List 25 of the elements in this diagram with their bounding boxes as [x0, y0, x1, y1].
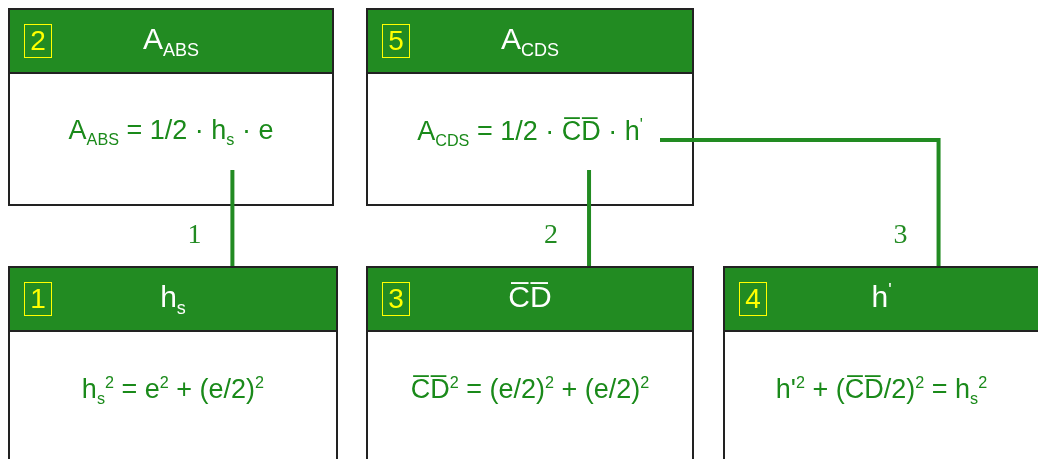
card-title: h$_{s}$: [160, 280, 186, 319]
step-number: 4: [739, 282, 767, 316]
connector-line: [230, 170, 235, 266]
edge-label: 1: [187, 218, 202, 250]
formula: A$_{ABS}$ = 1/2 · h$_{s}$ · e: [68, 115, 274, 150]
step-number: 2: [24, 24, 52, 58]
connector-line: [660, 138, 941, 266]
card-title: C̅D̅: [508, 280, 552, 314]
formula-card: [723, 266, 1038, 459]
formula: C̅D̅$^{2}$ = (e/2)$^{2}$ + (e/2)$^{2}$: [410, 373, 650, 405]
formula-card: [366, 266, 694, 459]
formula-card: [8, 266, 338, 459]
formula-card: [366, 8, 694, 206]
step-number: 1: [24, 282, 52, 316]
formula: h$_{s}$$^{2}$ = e$^{2}$ + (e/2)$^{2}$: [81, 373, 265, 409]
connector-line: [587, 170, 592, 266]
edge-label: 2: [544, 218, 559, 250]
edge-label: 3: [893, 218, 908, 250]
card-title: A$_{CDS}$: [501, 22, 559, 61]
card-title: h$^{'}$: [871, 280, 892, 314]
formula: A$_{CDS}$ = 1/2 · C̅D̅ · h$^{'}$: [417, 115, 643, 151]
card-title: A$_{ABS}$: [142, 22, 199, 61]
step-number: 3: [382, 282, 410, 316]
formula-card: [8, 8, 334, 206]
step-number: 5: [382, 24, 410, 58]
